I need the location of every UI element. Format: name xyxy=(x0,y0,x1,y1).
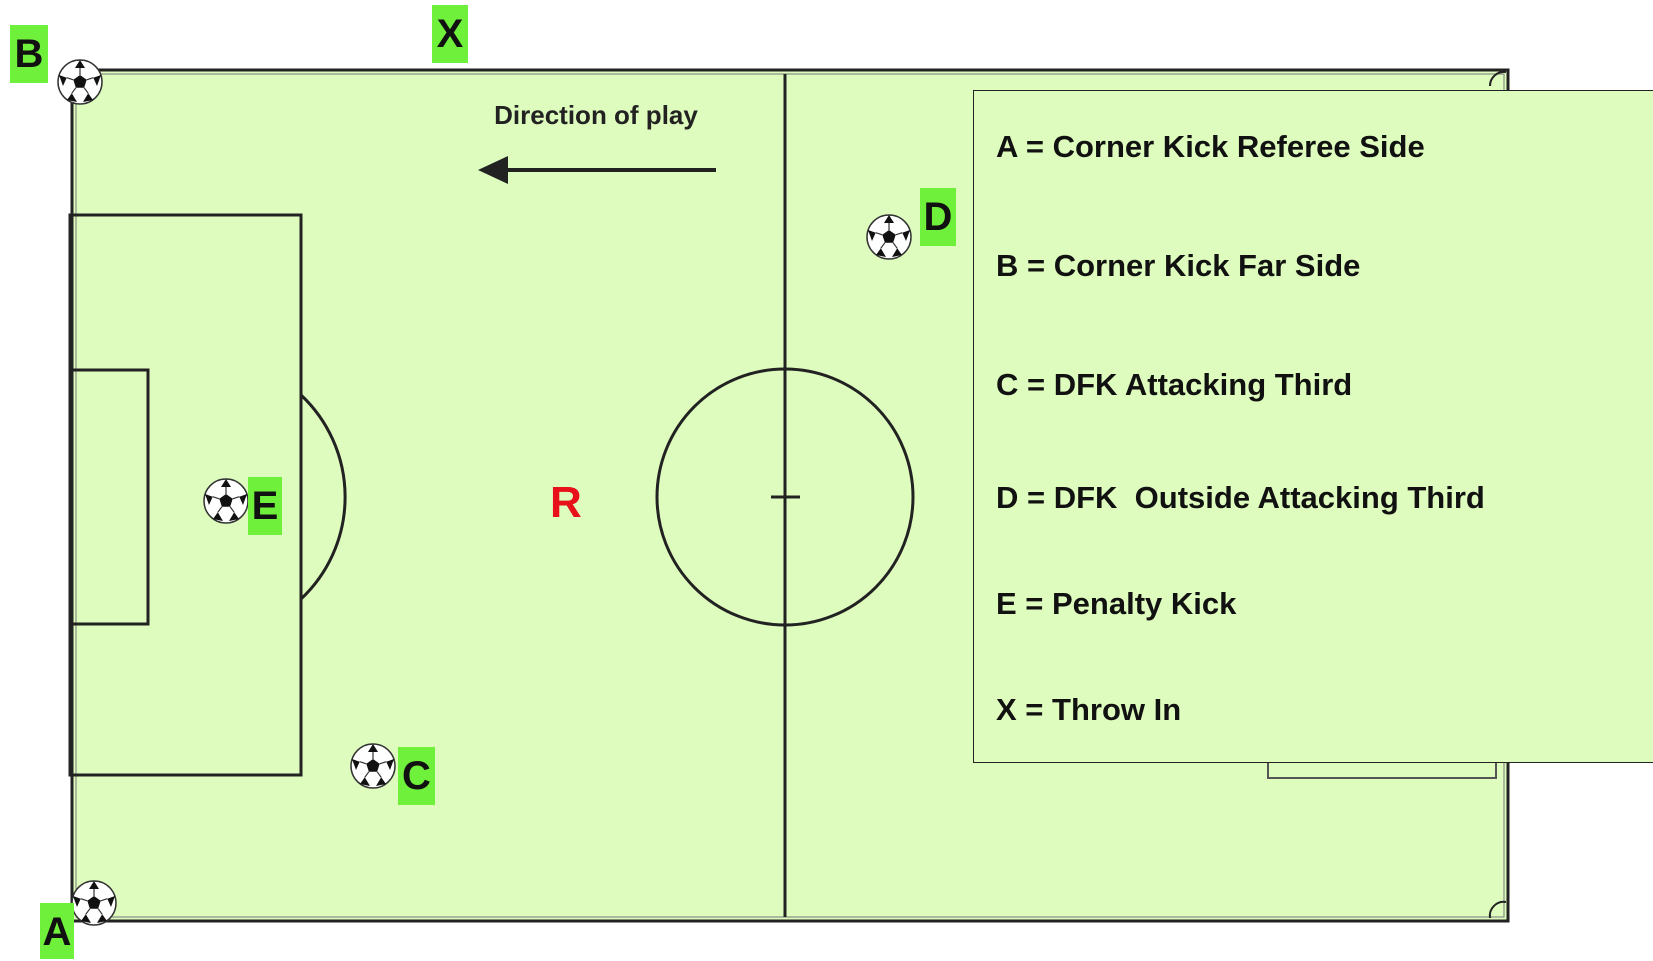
goal-area xyxy=(68,368,150,626)
soccer-ball-icon xyxy=(57,59,103,105)
center-circle xyxy=(655,367,915,627)
right-goal-area xyxy=(1267,760,1497,779)
corner-arc-top-right xyxy=(1488,70,1507,87)
referee-label: R xyxy=(550,478,582,527)
legend-item-e: E = Penalty Kick xyxy=(996,586,1237,621)
direction-of-play-label: Direction of play xyxy=(494,100,698,130)
arrow-left-icon xyxy=(478,156,716,184)
legend-item-a: A = Corner Kick Referee Side xyxy=(996,129,1425,164)
corner-arc-bottom-right xyxy=(1488,900,1507,919)
marker-d: D xyxy=(920,188,956,246)
soccer-ball-icon xyxy=(866,214,912,260)
soccer-ball-icon xyxy=(350,743,396,789)
marker-b: B xyxy=(10,25,48,83)
legend-panel: A = Corner Kick Referee Side B = Corner … xyxy=(973,90,1653,763)
marker-e: E xyxy=(248,477,282,535)
soccer-ball-icon xyxy=(203,478,249,524)
marker-c: C xyxy=(398,747,435,805)
penalty-arc xyxy=(299,393,347,601)
legend-item-x: X = Throw In xyxy=(996,692,1182,727)
marker-a: A xyxy=(40,903,74,959)
legend-item-b: B = Corner Kick Far Side xyxy=(996,248,1361,283)
marker-x: X xyxy=(432,5,468,63)
soccer-ball-icon xyxy=(71,880,117,926)
legend-item-c: C = DFK Attacking Third xyxy=(996,367,1353,402)
legend-item-d: D = DFK Outside Attacking Third xyxy=(996,480,1485,515)
